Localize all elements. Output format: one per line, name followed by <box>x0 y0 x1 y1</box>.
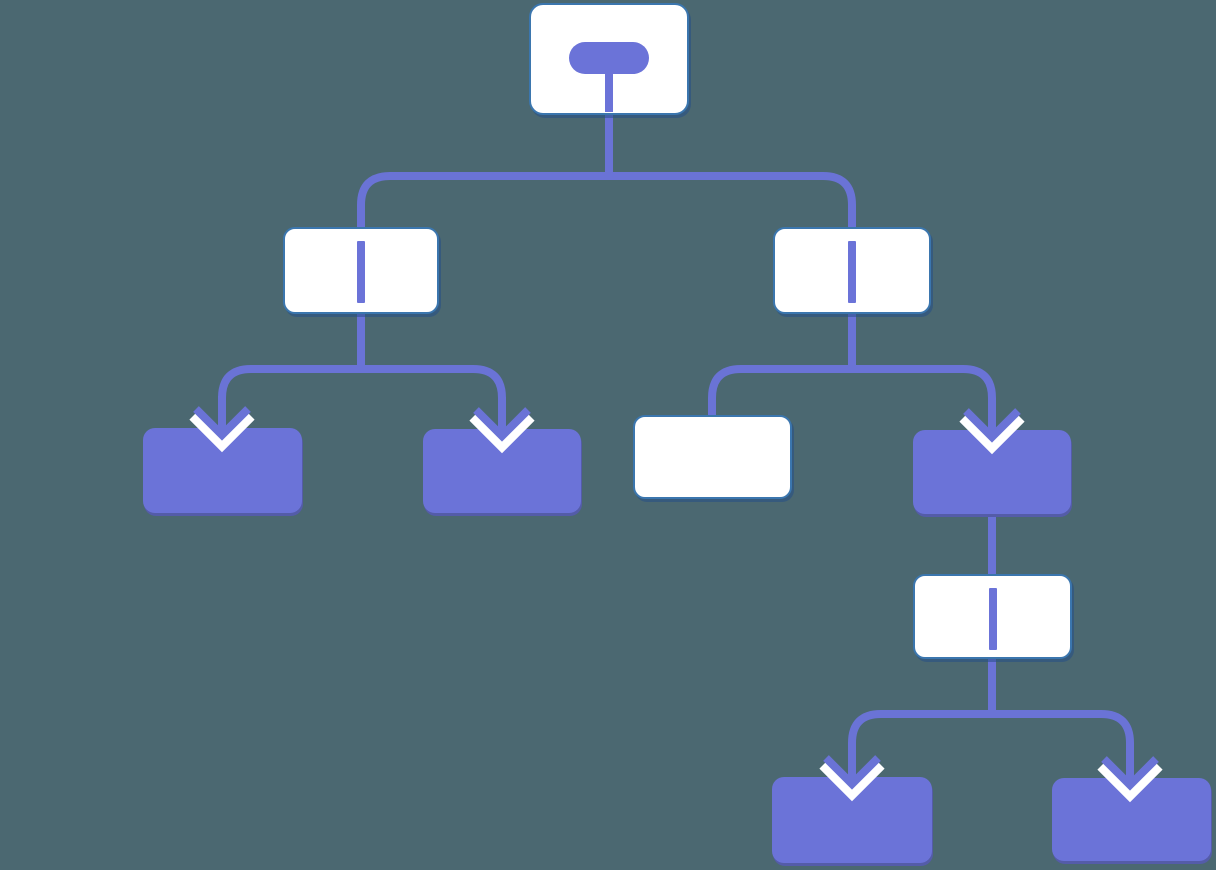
root-stem-icon <box>605 71 613 112</box>
vertical-bar-icon <box>988 588 997 650</box>
leaf-node-a <box>143 428 302 513</box>
vertical-bar-icon <box>357 241 365 303</box>
branch-node-right <box>773 227 931 314</box>
root-pill-icon <box>569 42 649 74</box>
branch-node-bottom <box>913 574 1072 659</box>
leaf-node-b <box>423 429 581 513</box>
branch-node-left <box>283 227 439 314</box>
leaf-node-d <box>772 777 932 863</box>
root-node <box>529 3 689 115</box>
leaf-node-e <box>1052 778 1211 861</box>
plain-node <box>633 415 792 499</box>
leaf-node-c <box>913 430 1071 514</box>
vertical-bar-icon <box>848 241 856 303</box>
